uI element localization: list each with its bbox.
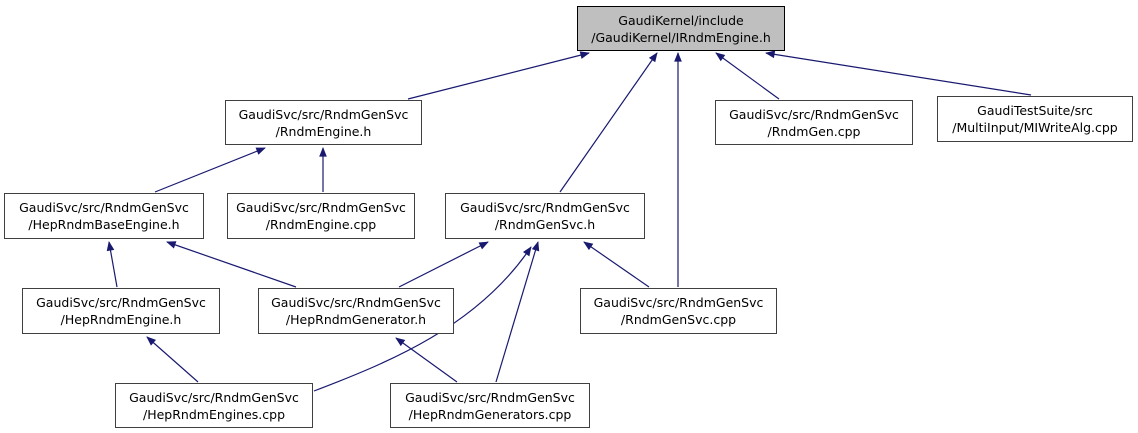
node-label-line1: GaudiSvc/src/RndmGenSvc	[129, 389, 299, 405]
node-label-line1: GaudiSvc/src/RndmGenSvc	[405, 389, 575, 405]
node-label-line1: GaudiSvc/src/RndmGenSvc	[460, 200, 630, 215]
node-label-line1: GaudiSvc/src/RndmGenSvc	[19, 200, 189, 215]
graph-node-rndmgensvc_cpp[interactable]: GaudiSvc/src/RndmGenSvc/RndmGenSvc.cpp	[580, 288, 777, 334]
node-label-line1: GaudiSvc/src/RndmGenSvc	[238, 106, 409, 122]
graph-node-rndmengine_h[interactable]: GaudiSvc/src/RndmGenSvc/RndmEngine.h	[225, 100, 422, 145]
node-label-line2: /GaudiKernel/IRndmEngine.h	[591, 29, 771, 45]
node-label-line2: /RndmEngine.cpp	[265, 217, 377, 232]
node-label-line1: GaudiSvc/src/RndmGenSvc	[236, 200, 406, 215]
graph-edge-heprndmgenerators_cpp-to-heprndmgenerator_h	[395, 337, 458, 383]
graph-edge-rndmgensvc_h-to-irndmengine_h	[559, 52, 658, 193]
node-label-line2: /HepRndmEngines.cpp	[142, 406, 286, 422]
node-label-line1: GaudiSvc/src/RndmGenSvc	[36, 295, 206, 310]
graph-node-heprndmengine_h[interactable]: GaudiSvc/src/RndmGenSvc/HepRndmEngine.h	[22, 288, 220, 334]
graph-edge-heprndmgenerator_h-to-heprndmbaseengine_h	[166, 241, 297, 288]
node-label-line1: GaudiKernel/include	[618, 12, 744, 28]
graph-node-heprndmgenerators_cpp[interactable]: GaudiSvc/src/RndmGenSvc/HepRndmGenerator…	[390, 383, 590, 428]
graph-edge-heprndmbaseengine_h-to-rndmengine_h	[154, 147, 266, 193]
graph-node-heprndmgenerator_h[interactable]: GaudiSvc/src/RndmGenSvc/HepRndmGenerator…	[258, 288, 454, 334]
graph-edge-miwritealg_cpp-to-irndmengine_h	[765, 50, 1032, 96]
node-label-line1: GaudiSvc/src/RndmGenSvc	[271, 295, 441, 310]
node-label-line2: /RndmGenSvc.h	[494, 217, 596, 232]
node-label-line2: /HepRndmGenerator.h	[285, 312, 427, 327]
node-label-line2: /HepRndmBaseEngine.h	[28, 217, 180, 232]
node-label-line1: GaudiTestSuite/src	[977, 103, 1093, 118]
graph-edge-rndmgen_cpp-to-irndmengine_h	[715, 52, 780, 100]
graph-edge-heprndmengine_h-to-heprndmbaseengine_h	[106, 241, 118, 288]
graph-node-rndmgen_cpp[interactable]: GaudiSvc/src/RndmGenSvc/RndmGen.cpp	[715, 100, 913, 145]
graph-edge-heprndmgenerators_cpp-to-rndmgensvc_h	[495, 241, 540, 383]
node-label-line2: /MultiInput/MIWriteAlg.cpp	[952, 120, 1118, 135]
node-label-line2: /RndmGen.cpp	[767, 123, 861, 139]
graph-node-rndmgensvc_h[interactable]: GaudiSvc/src/RndmGenSvc/RndmGenSvc.h	[445, 193, 645, 239]
node-label-line2: /HepRndmGenerators.cpp	[408, 406, 572, 422]
graph-edge-heprndmengines_cpp-to-heprndmengine_h	[146, 336, 199, 383]
graph-node-heprndmbaseengine_h[interactable]: GaudiSvc/src/RndmGenSvc/HepRndmBaseEngin…	[4, 193, 204, 239]
node-label-line2: /HepRndmEngine.h	[60, 312, 182, 327]
graph-edge-heprndmgenerator_h-to-rndmgensvc_h	[398, 241, 489, 288]
graph-node-irndmengine_h[interactable]: GaudiKernel/include/GaudiKernel/IRndmEng…	[577, 6, 785, 51]
graph-edge-heprndmengines_cpp-to-rndmgensvc_h	[313, 246, 532, 392]
graph-edge-rndmgensvc_cpp-to-rndmgensvc_h	[583, 241, 650, 288]
graph-edge-rndmengine_h-to-irndmengine_h	[407, 51, 590, 100]
graph-node-heprndmengines_cpp[interactable]: GaudiSvc/src/RndmGenSvc/HepRndmEngines.c…	[115, 383, 313, 428]
node-label-line2: /RndmGenSvc.cpp	[620, 312, 737, 327]
node-label-line1: GaudiSvc/src/RndmGenSvc	[729, 106, 899, 122]
graph-node-miwritealg_cpp[interactable]: GaudiTestSuite/src/MultiInput/MIWriteAlg…	[937, 96, 1133, 142]
graph-node-rndmengine_cpp[interactable]: GaudiSvc/src/RndmGenSvc/RndmEngine.cpp	[227, 193, 415, 239]
node-label-line1: GaudiSvc/src/RndmGenSvc	[593, 295, 764, 310]
node-label-line2: /RndmEngine.h	[275, 123, 372, 139]
